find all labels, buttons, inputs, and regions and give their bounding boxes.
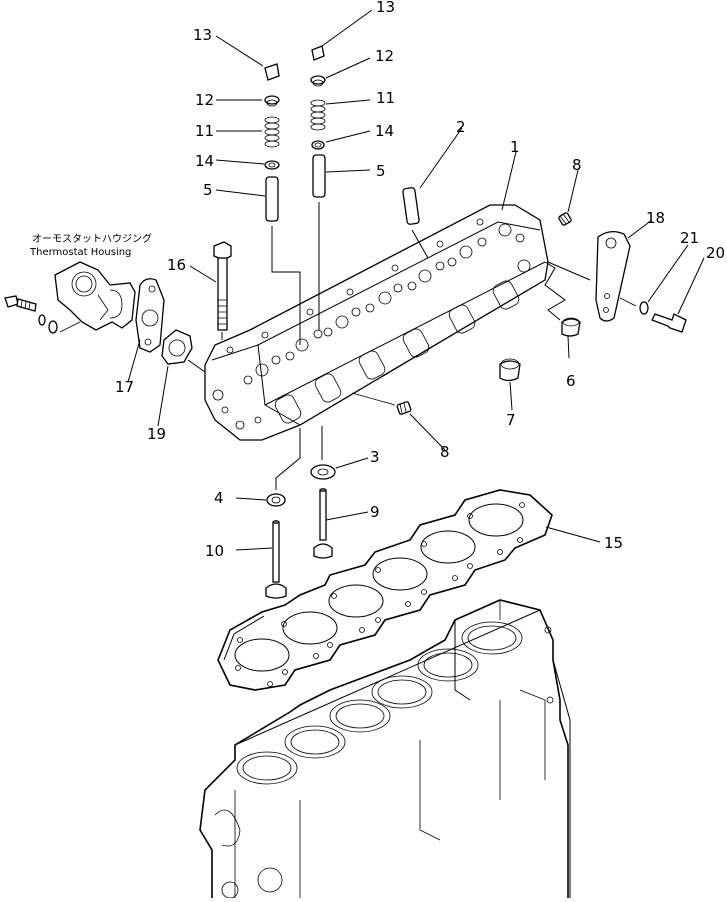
callout-14b: 14 (375, 122, 394, 140)
callout-5b: 5 (376, 162, 386, 180)
valve-seal-3 (310, 464, 336, 480)
head-bolt-16 (213, 241, 232, 340)
callout-12b: 12 (375, 47, 394, 65)
head-gasket (217, 489, 553, 691)
intake-valve-10 (265, 520, 287, 599)
leader-lines (127, 9, 705, 551)
plug-8-upper (558, 212, 572, 226)
callout-6: 6 (566, 372, 576, 390)
sealing-cap-6 (561, 317, 581, 337)
callout-16: 16 (167, 256, 186, 274)
plate-18 (161, 329, 206, 373)
label-en: Thermostat Housing (29, 247, 131, 258)
callout-11b: 11 (376, 89, 395, 107)
callout-17: 17 (115, 378, 134, 396)
callout-20: 20 (706, 244, 725, 262)
callout-18: 19 (147, 425, 166, 443)
lifting-bracket-19 (595, 230, 631, 322)
thermostat-housing (54, 261, 136, 331)
callout-4: 4 (214, 489, 224, 507)
callout-21: 21 (680, 229, 699, 247)
cylinder-head (204, 204, 549, 441)
callout-8a: 8 (572, 156, 582, 174)
valve-guide-2 (402, 187, 429, 259)
callout-14a: 14 (195, 152, 214, 170)
callout-1: 1 (510, 138, 520, 156)
callout-numbers: 13 13 12 12 11 11 14 14 5 5 2 1 8 18 21 … (115, 0, 725, 560)
gasket-17 (135, 278, 165, 353)
washer-21 (639, 301, 649, 315)
callout-12a: 12 (195, 91, 214, 109)
valve-train-center (310, 45, 326, 330)
callout-5a: 5 (203, 181, 213, 199)
valve-seal-4 (266, 493, 286, 507)
exhaust-valve-9 (313, 488, 333, 559)
callout-7: 7 (506, 411, 516, 429)
callout-11a: 11 (195, 122, 214, 140)
callout-13a: 13 (193, 26, 212, 44)
callout-8b: 8 (440, 443, 450, 461)
label-jp: オーモスタットハウジング (32, 232, 152, 245)
callout-13b: 13 (376, 0, 395, 16)
callout-19: 18 (646, 209, 665, 227)
callout-2: 2 (456, 118, 466, 136)
valve-train-left (264, 63, 301, 345)
plug-8-lower (396, 401, 412, 415)
sealing-cap-7 (499, 358, 521, 382)
callout-3: 3 (370, 448, 380, 466)
callout-10: 10 (205, 542, 224, 560)
callout-9: 9 (370, 503, 380, 521)
thermostat-housing-label: オーモスタットハウジング Thermostat Housing (29, 232, 152, 258)
cylinder-block (199, 599, 571, 899)
bolt-20 (651, 313, 687, 333)
housing-bolt (4, 295, 81, 334)
callout-15: 15 (604, 534, 623, 552)
